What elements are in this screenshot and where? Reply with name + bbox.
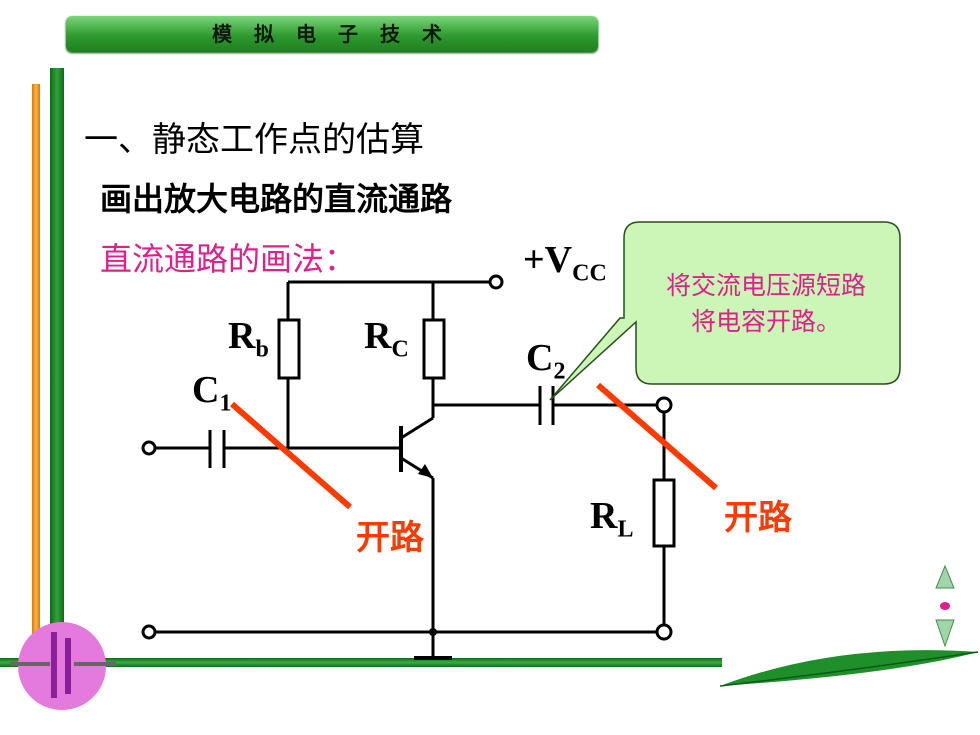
callout-line-1: 将交流电压源短路 xyxy=(665,271,866,300)
vcc-label: +VCC xyxy=(523,239,607,287)
output-ground-terminal xyxy=(655,623,673,641)
rb-resistor xyxy=(277,318,301,380)
emblem-circle xyxy=(18,622,106,710)
input-terminal xyxy=(141,440,157,456)
output-terminal xyxy=(655,396,673,414)
rc-resistor xyxy=(422,318,446,380)
header-bar xyxy=(66,16,598,52)
emitter-arrow xyxy=(418,464,433,478)
green-horizontal-bar xyxy=(0,658,722,667)
open-label-left: 开路 xyxy=(356,518,424,558)
callout-text: 将交流电压源短路 将电容开路。 xyxy=(632,268,900,340)
junction-dot xyxy=(429,628,437,636)
orange-vertical-bar xyxy=(32,84,40,684)
rl-label: RL xyxy=(590,495,634,543)
header-title: 模拟电子技术 xyxy=(212,22,464,46)
swoosh-leaf xyxy=(720,650,978,686)
rl-resistor xyxy=(652,478,676,548)
rc-label: RC xyxy=(364,315,409,363)
rb-label: Rb xyxy=(228,315,269,363)
callout-bubble xyxy=(549,221,901,401)
triangle-up-icon[interactable] xyxy=(935,564,955,589)
transistor-collector xyxy=(400,416,434,440)
c1-label: C1 xyxy=(192,369,232,417)
open-label-right: 开路 xyxy=(724,498,792,538)
section-subheading: 画出放大电路的直流通路 xyxy=(100,180,453,218)
green-vertical-bar xyxy=(50,68,64,668)
input-ground-terminal xyxy=(141,624,157,640)
open-mark-left xyxy=(230,401,352,510)
method-label: 直流通路的画法： xyxy=(100,240,357,278)
callout-line-2: 将电容开路。 xyxy=(690,307,841,336)
slide-nav xyxy=(935,564,955,648)
open-mark-right xyxy=(596,382,718,491)
triangle-down-icon[interactable] xyxy=(935,619,955,648)
vcc-terminal xyxy=(488,274,504,290)
decorative-swoosh xyxy=(719,650,979,687)
c2-label: C2 xyxy=(526,337,566,385)
dot-icon[interactable] xyxy=(940,602,950,610)
decorative-emblem xyxy=(10,622,116,710)
section-heading: 一、静态工作点的估算 xyxy=(84,120,424,160)
